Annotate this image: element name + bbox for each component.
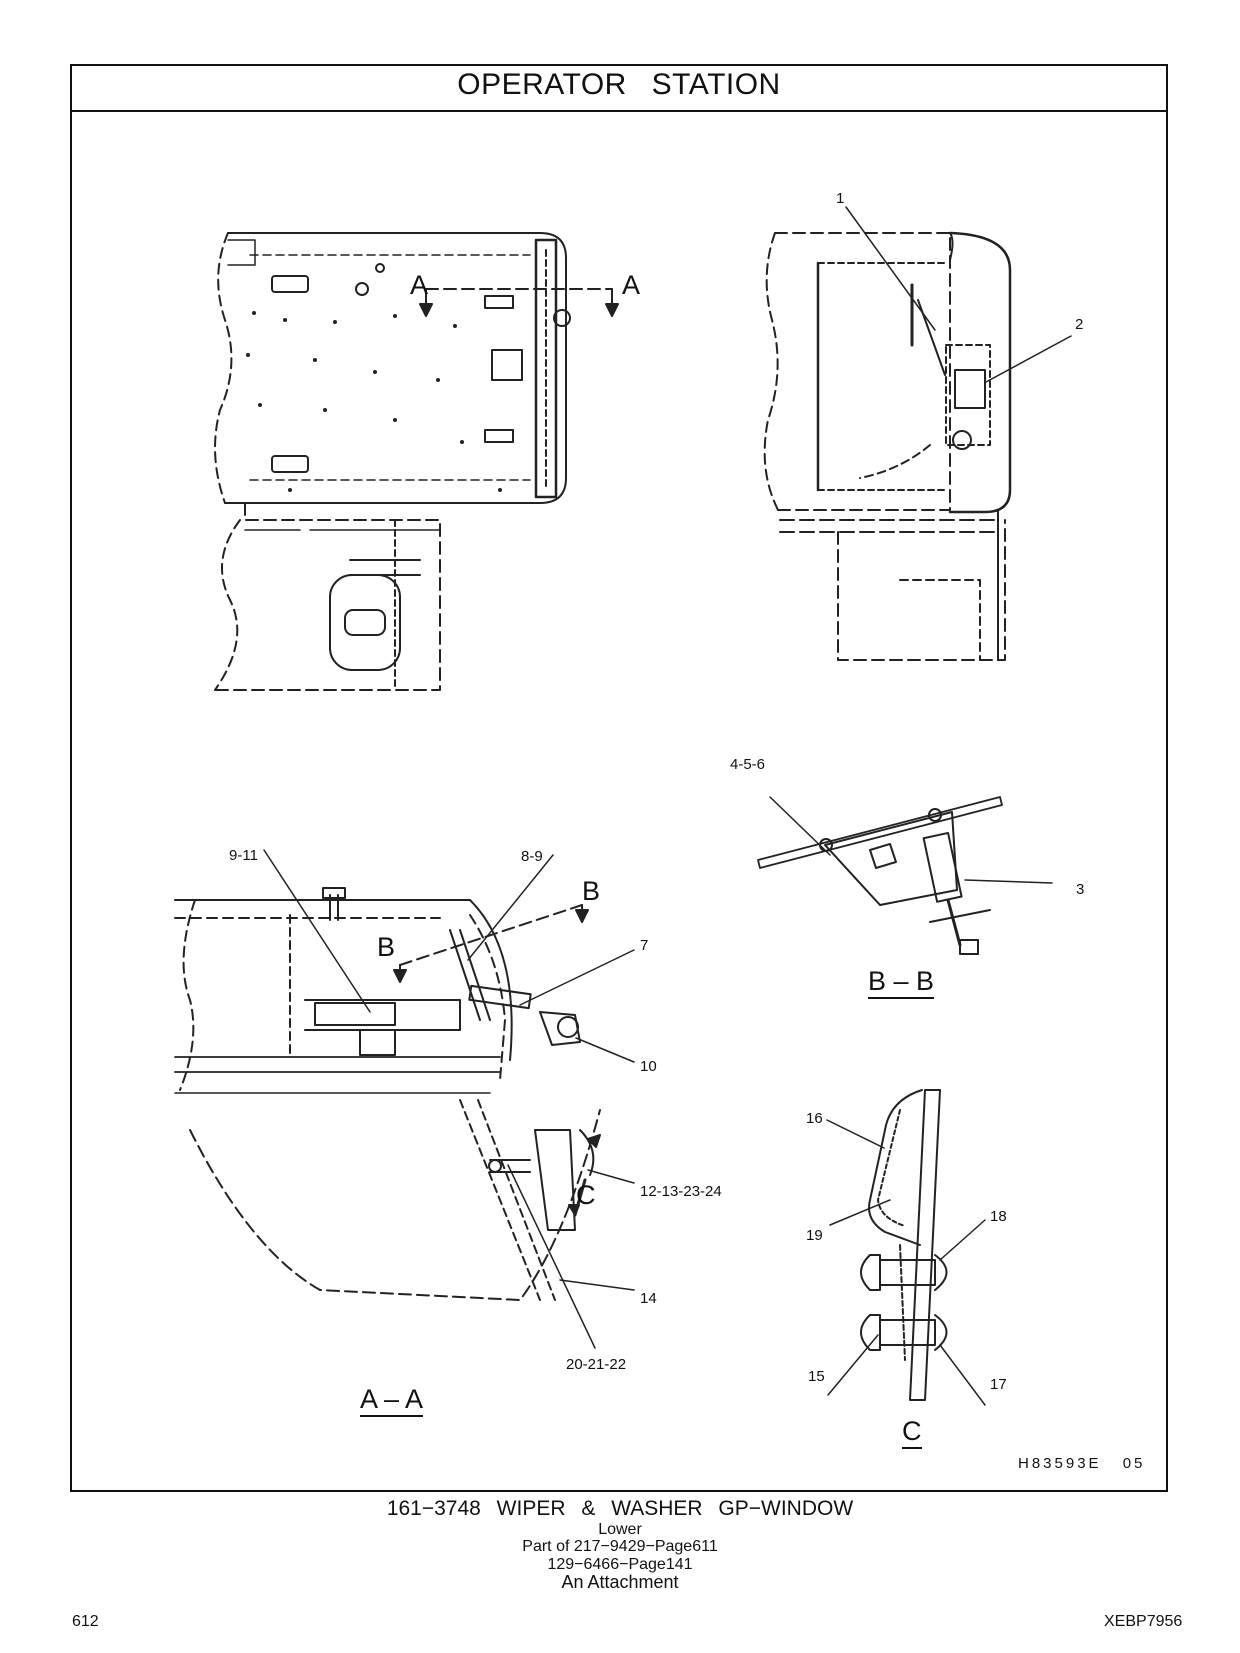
- callout-8-9: 8-9: [521, 848, 543, 865]
- cab-side-view: [763, 231, 1012, 661]
- callout-4-5-6: 4-5-6: [730, 756, 766, 773]
- section-c-view: [860, 1089, 948, 1401]
- caption-attachment: An Attachment: [561, 1572, 679, 1592]
- caption-subtitle: Lower: [598, 1521, 642, 1538]
- callout-1: 1: [836, 190, 845, 207]
- document-id: XEBP7956: [1104, 1613, 1183, 1630]
- callout-9-11: 9-11: [229, 847, 258, 864]
- callout-7: 7: [640, 937, 649, 954]
- callout-12-13-23-24: 12-13-23-24: [640, 1183, 722, 1200]
- caption-title: 161−3748 WIPER & WASHER GP−WINDOW: [386, 1497, 854, 1520]
- parts-illustration: [174, 206, 1072, 1406]
- callout-14: 14: [640, 1290, 657, 1307]
- callout-10: 10: [640, 1058, 657, 1075]
- cut-letter-b-right: B: [582, 876, 601, 906]
- callout-2: 2: [1075, 316, 1084, 333]
- section-label-c: C: [902, 1416, 922, 1449]
- callout-19: 19: [806, 1227, 823, 1244]
- callout-3: 3: [1076, 881, 1085, 898]
- callout-15: 15: [808, 1368, 825, 1385]
- section-aa-view: [174, 887, 601, 1301]
- cut-letter-c: C: [576, 1180, 596, 1210]
- cab-top-view: [214, 232, 619, 691]
- cut-letter-a-left: A: [410, 270, 429, 300]
- section-label-bb: B – B: [868, 966, 935, 999]
- illustration-reference: H83593E 05: [1018, 1455, 1146, 1472]
- cut-letter-b-left: B: [377, 932, 396, 962]
- callout-18: 18: [990, 1208, 1007, 1225]
- header-divider: [70, 110, 1168, 112]
- section-label-aa: A – A: [360, 1384, 424, 1417]
- page-title: OPERATOR STATION: [457, 68, 781, 101]
- callout-17: 17: [990, 1376, 1007, 1393]
- callout-20-21-22: 20-21-22: [566, 1356, 627, 1373]
- leader-lines: [263, 206, 1072, 1406]
- page-number: 612: [72, 1613, 99, 1630]
- drawing-frame: [70, 64, 1168, 1492]
- section-bb-view: [757, 796, 1003, 955]
- callout-16: 16: [806, 1110, 823, 1127]
- caption-page-ref: 129−6466−Page141: [547, 1556, 693, 1573]
- caption-part-of: Part of 217−9429−Page611: [522, 1538, 718, 1555]
- cut-letter-a-right: A: [622, 270, 641, 300]
